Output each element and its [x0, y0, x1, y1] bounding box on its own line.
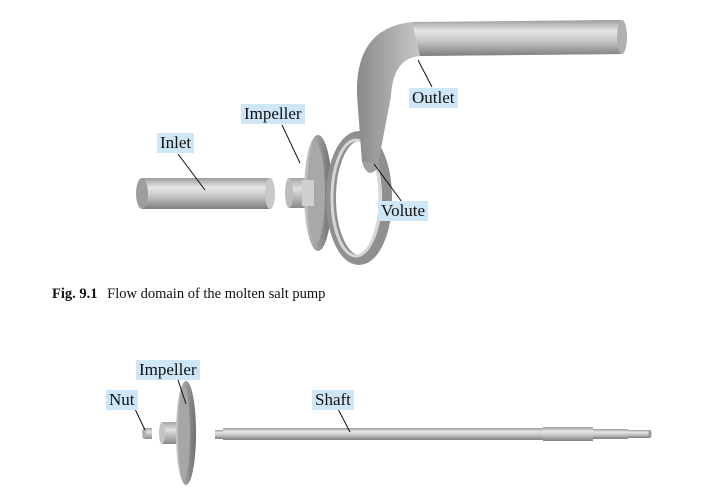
- impeller-part-2: [159, 381, 196, 485]
- shaft-label: Shaft: [312, 390, 354, 410]
- shaft-part: [215, 427, 652, 441]
- nut-part: [142, 428, 152, 439]
- impeller-label-2: Impeller: [136, 360, 200, 380]
- volute-part: [326, 131, 392, 265]
- outlet-pipe: [356, 20, 627, 173]
- impeller-label: Impeller: [241, 104, 305, 124]
- impeller-part: [285, 135, 332, 251]
- figure-caption: Fig. 9.1 Flow domain of the molten salt …: [52, 286, 325, 303]
- figure-caption-text: Flow domain of the molten salt pump: [107, 286, 326, 302]
- volute-label: Volute: [378, 201, 429, 221]
- figure-number: Fig. 9.1: [52, 286, 98, 302]
- figure1-leader-lines: [177, 59, 433, 203]
- nut-label: Nut: [106, 390, 138, 410]
- inlet-pipe: [136, 178, 275, 209]
- inlet-label: Inlet: [157, 133, 195, 153]
- outlet-label: Outlet: [409, 88, 458, 108]
- figure2-leader-lines: [134, 379, 351, 433]
